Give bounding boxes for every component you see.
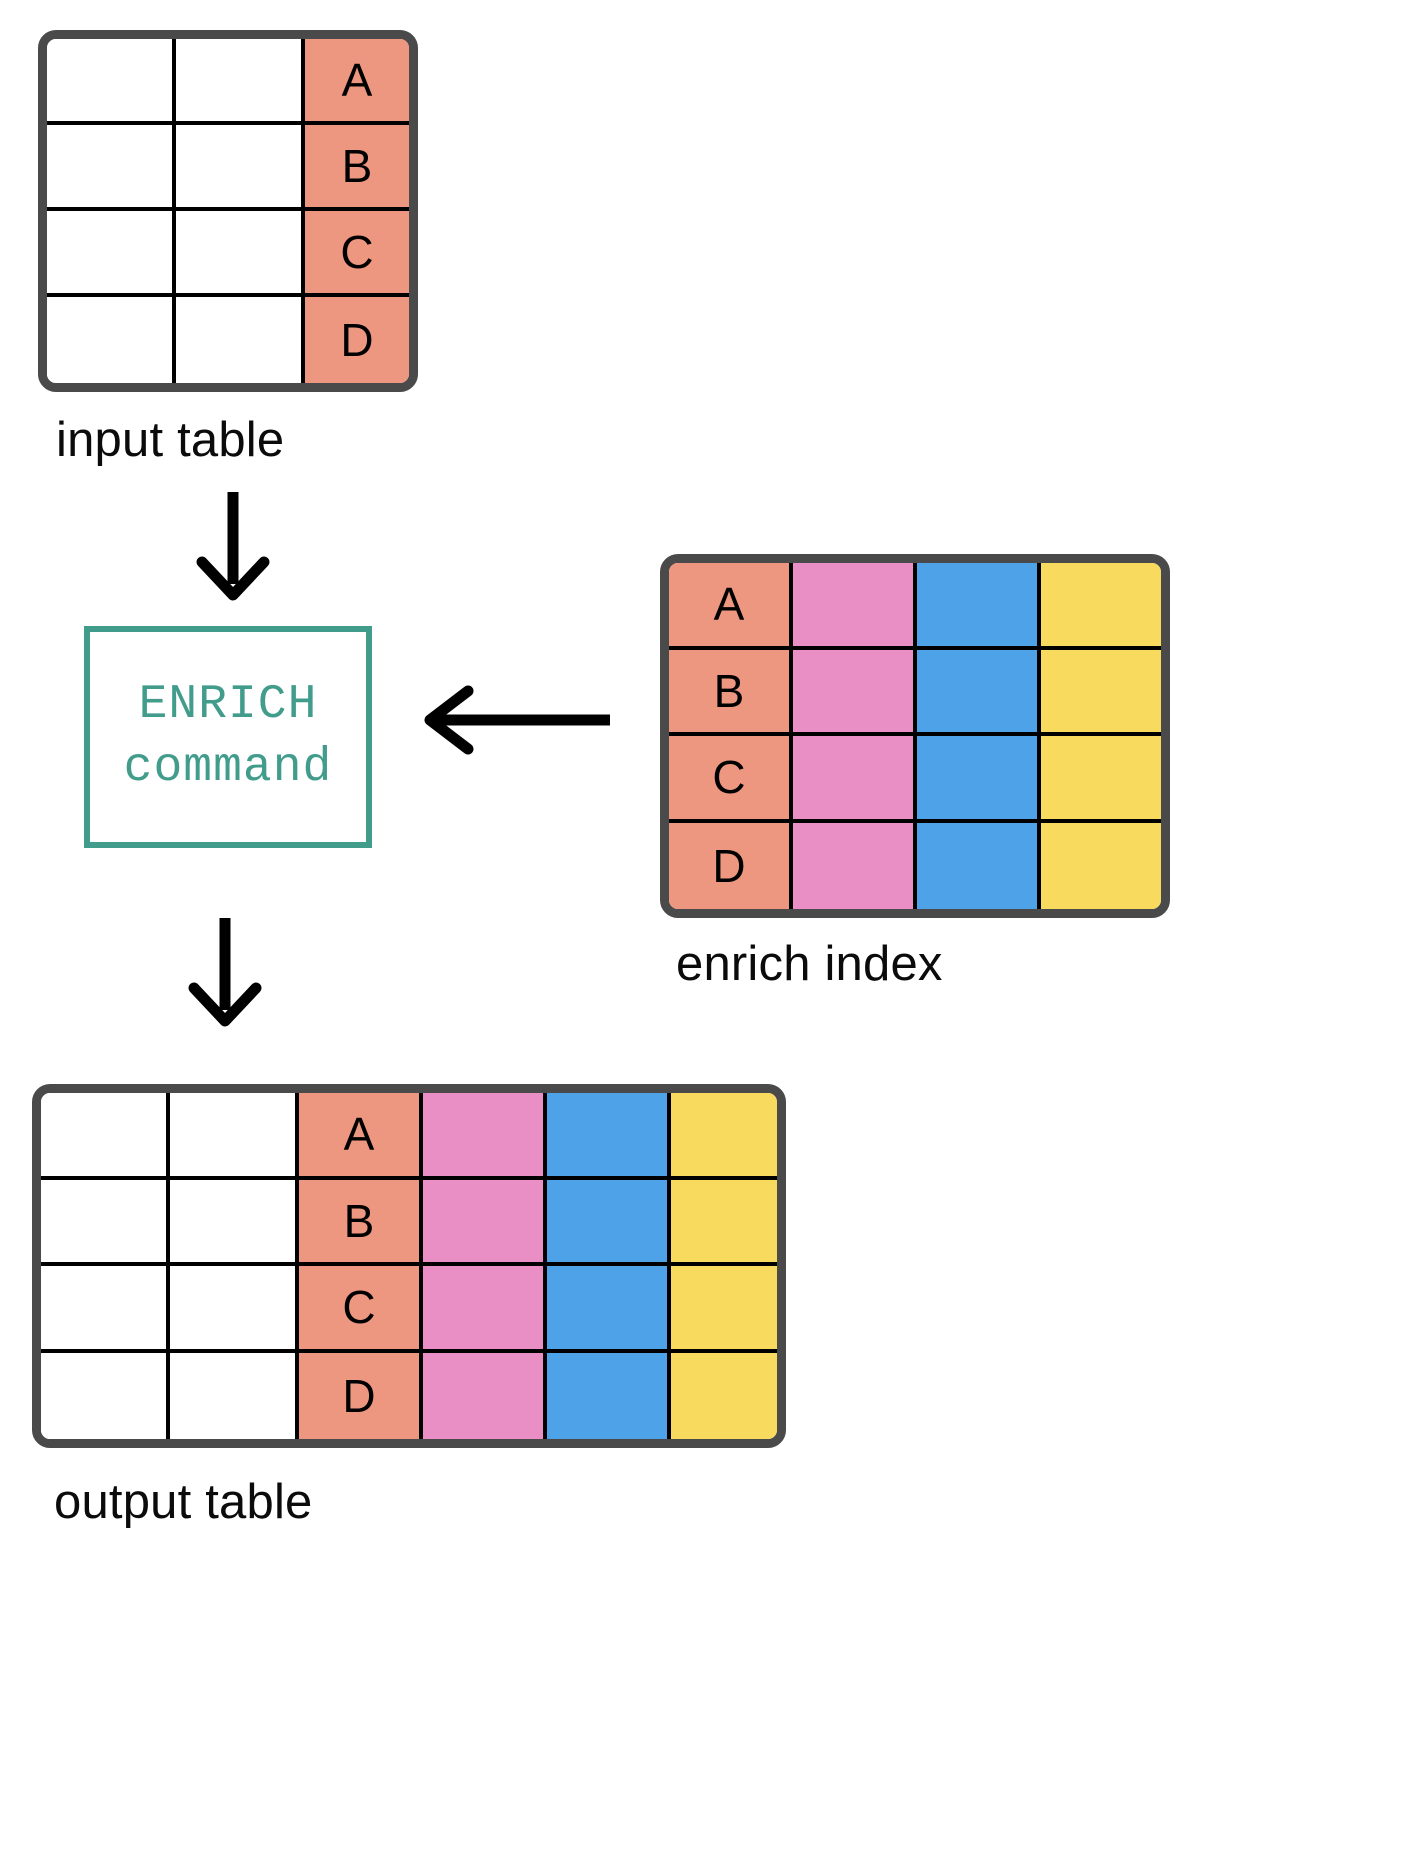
table-cell-enrich-field-2-r3 bbox=[547, 1266, 671, 1353]
table-cell-match-key-r1: A bbox=[305, 39, 409, 125]
table-row: C bbox=[41, 1266, 777, 1353]
table-cell-col-2-r2 bbox=[176, 125, 305, 211]
table-cell-enrich-field-1-r2 bbox=[423, 1179, 547, 1266]
command-line-1: ENRICH bbox=[138, 677, 318, 732]
table-cell-enrich-field-3-r4 bbox=[671, 1352, 777, 1439]
table-cell-enrich-field-1-r4 bbox=[423, 1352, 547, 1439]
table-row: A bbox=[41, 1093, 777, 1180]
table-cell-col-1-r2 bbox=[41, 1179, 170, 1266]
enrich-command-box[interactable]: ENRICH command bbox=[84, 626, 372, 848]
table-cell-col-1-r1 bbox=[47, 39, 176, 125]
input-table-caption: input table bbox=[56, 413, 285, 467]
table-row: D bbox=[47, 297, 409, 383]
table-cell-match-key-r2: B bbox=[669, 649, 793, 736]
table-cell-match-key-r2: B bbox=[305, 125, 409, 211]
table-cell-col-1-r1 bbox=[41, 1093, 170, 1180]
table-cell-col-1-r3 bbox=[47, 211, 176, 297]
table-cell-enrich-field-3-r1 bbox=[1041, 563, 1161, 650]
table-cell-enrich-field-3-r3 bbox=[1041, 736, 1161, 823]
arrow-command-to-output bbox=[180, 918, 270, 1028]
table-cell-col-2-r1 bbox=[176, 39, 305, 125]
arrow-input-to-command bbox=[188, 492, 278, 602]
table-cell-col-1-r4 bbox=[47, 297, 176, 383]
table-row: A bbox=[47, 39, 409, 125]
table-cell-col-2-r1 bbox=[170, 1093, 299, 1180]
table-cell-enrich-field-1-r1 bbox=[793, 563, 917, 650]
table-cell-enrich-field-2-r2 bbox=[917, 649, 1041, 736]
table-cell-match-key-r3: C bbox=[305, 211, 409, 297]
table-cell-match-key-r1: A bbox=[669, 563, 793, 650]
table-cell-enrich-field-3-r4 bbox=[1041, 822, 1161, 909]
table-cell-match-key-r3: C bbox=[299, 1266, 423, 1353]
table-cell-enrich-field-1-r3 bbox=[793, 736, 917, 823]
table-row: C bbox=[47, 211, 409, 297]
table-cell-col-2-r4 bbox=[176, 297, 305, 383]
table-cell-enrich-field-3-r2 bbox=[671, 1179, 777, 1266]
table-cell-col-1-r2 bbox=[47, 125, 176, 211]
output-table-caption: output table bbox=[54, 1475, 313, 1529]
table-cell-enrich-field-2-r2 bbox=[547, 1179, 671, 1266]
table-row: B bbox=[47, 125, 409, 211]
table-cell-col-2-r3 bbox=[170, 1266, 299, 1353]
table-cell-match-key-r4: D bbox=[669, 822, 793, 909]
table-cell-col-2-r3 bbox=[176, 211, 305, 297]
table-cell-match-key-r4: D bbox=[299, 1352, 423, 1439]
table-row: A bbox=[669, 563, 1161, 650]
table-cell-enrich-field-3-r2 bbox=[1041, 649, 1161, 736]
table-cell-col-2-r2 bbox=[170, 1179, 299, 1266]
table-cell-enrich-field-2-r1 bbox=[547, 1093, 671, 1180]
table-cell-match-key-r2: B bbox=[299, 1179, 423, 1266]
table-cell-enrich-field-2-r4 bbox=[547, 1352, 671, 1439]
table-cell-enrich-field-1-r3 bbox=[423, 1266, 547, 1353]
table-row: D bbox=[669, 822, 1161, 909]
table-row: B bbox=[41, 1179, 777, 1266]
table-cell-enrich-field-2-r3 bbox=[917, 736, 1041, 823]
table-cell-match-key-r4: D bbox=[305, 297, 409, 383]
table-cell-col-1-r3 bbox=[41, 1266, 170, 1353]
table-row: B bbox=[669, 649, 1161, 736]
table-cell-enrich-field-2-r4 bbox=[917, 822, 1041, 909]
table-cell-match-key-r1: A bbox=[299, 1093, 423, 1180]
table-cell-enrich-field-3-r1 bbox=[671, 1093, 777, 1180]
table-cell-col-2-r4 bbox=[170, 1352, 299, 1439]
table-cell-enrich-field-1-r1 bbox=[423, 1093, 547, 1180]
table-cell-enrich-field-2-r1 bbox=[917, 563, 1041, 650]
table-cell-col-1-r4 bbox=[41, 1352, 170, 1439]
table-cell-match-key-r3: C bbox=[669, 736, 793, 823]
table-cell-enrich-field-1-r4 bbox=[793, 822, 917, 909]
table-cell-enrich-field-1-r2 bbox=[793, 649, 917, 736]
table-cell-enrich-field-3-r3 bbox=[671, 1266, 777, 1353]
command-line-2: command bbox=[123, 741, 333, 795]
enrich-index-caption: enrich index bbox=[676, 937, 943, 991]
table-row: D bbox=[41, 1352, 777, 1439]
arrow-index-to-command bbox=[420, 680, 610, 760]
table-row: C bbox=[669, 736, 1161, 823]
